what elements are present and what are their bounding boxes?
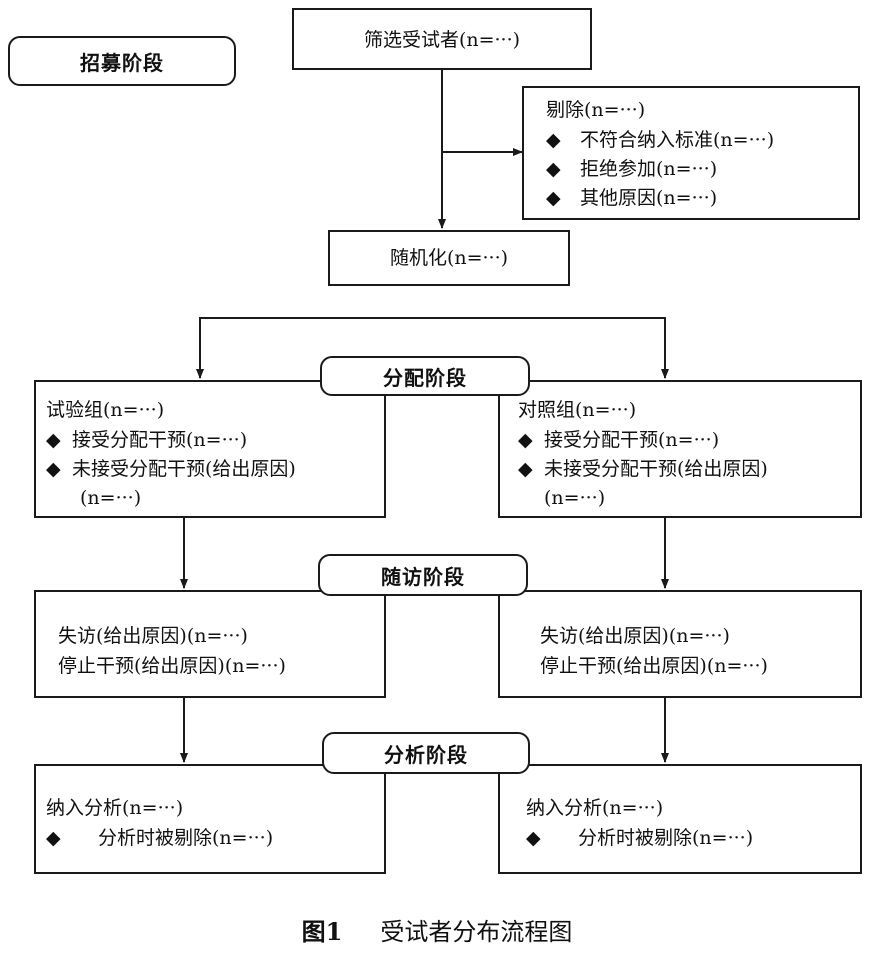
list-item: ◆未接受分配干预(给出原因) [518,455,768,484]
list-item: ◆分析时被剔除(n=···) [46,824,273,853]
experimental-group-title: 试验组(n=···) [46,399,165,421]
figure-title: 受试者分布流程图 [380,918,573,946]
list-item: ◆其他原因(n=···) [546,184,774,213]
split-line [199,317,666,376]
exclusion-box: 剔除(n=···) ◆不符合纳入标准(n=···) ◆拒绝参加(n=···) ◆… [522,86,860,220]
diamond-bullet-icon: ◆ [518,429,533,451]
figure-number: 图1 [301,917,343,946]
screening-box: 筛选受试者(n=···) [292,8,592,70]
randomization-box: 随机化(n=···) [328,230,570,286]
diamond-bullet-icon: ◆ [546,187,561,209]
list-item: ◆接受分配干预(n=···) [518,426,768,455]
control-group-list: ◆接受分配干预(n=···) ◆未接受分配干预(给出原因) (n=···) [518,426,768,513]
list-item: ◆拒绝参加(n=···) [546,155,774,184]
list-item-continuation: (n=···) [80,487,142,509]
followup-right-line-2: 停止干预(给出原因)(n=···) [540,655,768,677]
followup-right-line-1: 失访(给出原因)(n=···) [540,625,730,647]
followup-left-box: 失访(给出原因)(n=···) 停止干预(给出原因)(n=···) [34,590,386,698]
list-item: ◆未接受分配干预(给出原因) [46,455,296,484]
diamond-bullet-icon: ◆ [46,429,61,451]
screening-text: 筛选受试者(n=···) [363,29,521,51]
analysis-left-box: 纳入分析(n=···) ◆分析时被剔除(n=···) [34,764,386,874]
recruitment-stage-text: 招募阶段 [80,50,164,75]
list-item: ◆分析时被剔除(n=···) [526,824,753,853]
list-item-continuation: (n=···) [544,487,606,509]
analysis-stage-text: 分析阶段 [384,742,468,767]
exclusion-list: ◆不符合纳入标准(n=···) ◆拒绝参加(n=···) ◆其他原因(n=···… [546,126,774,213]
diamond-bullet-icon: ◆ [46,827,61,849]
control-group-box: 对照组(n=···) ◆接受分配干预(n=···) ◆未接受分配干预(给出原因)… [498,380,862,518]
followup-left-line-1: 失访(给出原因)(n=···) [58,625,248,647]
randomization-text: 随机化(n=···) [389,247,509,269]
followup-stage-label: 随访阶段 [318,554,528,596]
recruitment-stage-label: 招募阶段 [8,36,236,86]
analysis-right-title: 纳入分析(n=···) [526,797,664,819]
experimental-group-list: ◆接受分配干预(n=···) ◆未接受分配干预(给出原因) (n=···) [46,426,296,513]
list-item: ◆接受分配干预(n=···) [46,426,296,455]
followup-right-box: 失访(给出原因)(n=···) 停止干预(给出原因)(n=···) [498,590,862,698]
allocation-stage-label: 分配阶段 [320,356,530,396]
control-group-title: 对照组(n=···) [518,399,637,421]
diamond-bullet-icon: ◆ [526,827,541,849]
figure-caption: 图1 受试者分布流程图 [0,912,874,947]
followup-left-line-2: 停止干预(给出原因)(n=···) [58,655,286,677]
analysis-right-list: ◆分析时被剔除(n=···) [526,824,753,853]
allocation-stage-text: 分配阶段 [383,365,467,390]
list-item: ◆不符合纳入标准(n=···) [546,126,774,155]
analysis-left-list: ◆分析时被剔除(n=···) [46,824,273,853]
analysis-left-title: 纳入分析(n=···) [46,797,184,819]
diamond-bullet-icon: ◆ [518,458,533,480]
analysis-stage-label: 分析阶段 [322,732,530,774]
diamond-bullet-icon: ◆ [546,158,561,180]
experimental-group-box: 试验组(n=···) ◆接受分配干预(n=···) ◆未接受分配干预(给出原因)… [34,380,386,518]
analysis-right-box: 纳入分析(n=···) ◆分析时被剔除(n=···) [498,764,862,874]
diamond-bullet-icon: ◆ [46,458,61,480]
exclusion-title: 剔除(n=···) [546,99,646,121]
diamond-bullet-icon: ◆ [546,129,561,151]
followup-stage-text: 随访阶段 [381,564,465,589]
